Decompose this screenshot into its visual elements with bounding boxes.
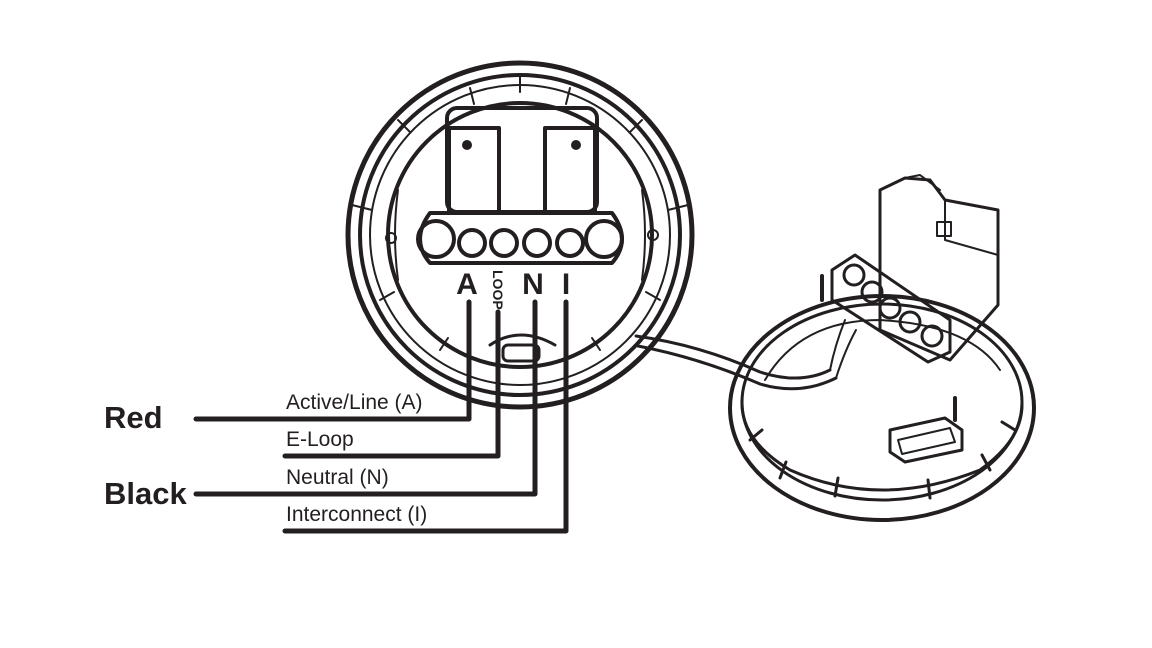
terminal-label-loop: LOOP xyxy=(490,270,506,310)
terminal-label-i: I xyxy=(562,268,570,301)
perspective-inner-floor xyxy=(764,319,1001,381)
terminal-hole-1 xyxy=(457,228,487,258)
connector-tower xyxy=(878,176,1000,362)
perspective-hole-2 xyxy=(878,296,902,320)
connector-tower-top xyxy=(904,174,941,191)
terminal-screw-1 xyxy=(416,219,456,259)
terminal-hole-4 xyxy=(555,228,585,258)
connector-housing xyxy=(445,106,599,214)
base-ring-2 xyxy=(358,73,682,397)
wire-active xyxy=(193,299,472,422)
connector-tower-slot xyxy=(936,221,952,237)
connector-tower-face xyxy=(944,199,999,256)
black-label: Black xyxy=(104,476,187,511)
connector-right-block xyxy=(543,126,597,214)
right-pin xyxy=(647,229,659,241)
right-slot xyxy=(641,189,646,281)
perspective-terminal-strip xyxy=(830,253,952,364)
terminal-hole-2 xyxy=(489,228,519,258)
terminal-hole-3 xyxy=(522,228,552,258)
terminal-label-a: A xyxy=(456,268,478,301)
perspective-screw-2 xyxy=(920,324,944,348)
base-outer-ring xyxy=(345,60,695,410)
wire-label-interconnect: Interconnect (I) xyxy=(286,503,427,526)
perspective-hole-3 xyxy=(898,310,922,334)
terminal-screw-2 xyxy=(584,219,624,259)
perspective-wire-2 xyxy=(829,319,846,371)
terminal-strip xyxy=(418,211,624,265)
left-pin xyxy=(385,232,397,244)
base-perspective-view xyxy=(728,174,1036,522)
perspective-ticks xyxy=(748,420,1017,500)
wire-neutral xyxy=(193,299,538,497)
perspective-hole-1 xyxy=(860,280,884,304)
perspective-screw-1 xyxy=(842,263,866,287)
base-inner-ring xyxy=(386,101,654,369)
ring-ticks xyxy=(351,75,689,351)
wire-interconnect xyxy=(282,299,569,534)
wire-label-eloop: E-Loop xyxy=(286,428,354,451)
perspective-wall xyxy=(740,398,1024,492)
perspective-wire-1 xyxy=(835,329,857,379)
base-ring-3 xyxy=(369,84,671,386)
connector-left-block xyxy=(447,126,501,214)
connector-left-dot xyxy=(462,140,472,150)
terminal-label-n: N xyxy=(522,268,544,301)
wire-label-active: Active/Line (A) xyxy=(286,391,423,414)
connector-right-dot xyxy=(571,140,581,150)
perspective-latch xyxy=(888,416,964,464)
bottom-clip xyxy=(501,343,541,363)
wire-label-neutral: Neutral (N) xyxy=(286,466,389,489)
base-top-view: A LOOP N I xyxy=(345,60,695,410)
red-label: Red xyxy=(104,400,163,435)
interconnect-cable xyxy=(634,334,838,391)
wire-eloop xyxy=(282,309,501,459)
wires xyxy=(193,299,569,534)
perspective-latch-inner xyxy=(897,427,956,455)
